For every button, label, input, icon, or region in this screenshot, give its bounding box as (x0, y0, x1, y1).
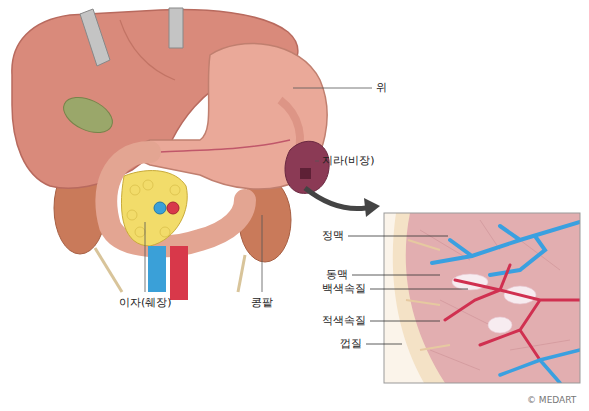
gallbladder (58, 90, 118, 139)
illustration-part (143, 180, 153, 190)
ureter (95, 248, 122, 292)
leader-line (315, 161, 319, 162)
part-label: 위 (376, 81, 387, 94)
retractor (80, 9, 110, 66)
zoom-arrow (305, 188, 366, 209)
illustration-part (127, 210, 137, 220)
illustration-part (420, 220, 570, 370)
illustration-part (488, 317, 512, 333)
spleen-section (384, 213, 580, 383)
vessel-section (167, 202, 179, 214)
part-label: 이자(췌장) (119, 296, 172, 309)
illustration-part (445, 265, 580, 360)
gastric-vessel (160, 140, 290, 152)
part-label: 지라(비장) (322, 154, 375, 167)
leader-line (145, 222, 146, 292)
leader-line (348, 236, 448, 237)
part-label: 동맥 (326, 268, 348, 281)
illustration-part (384, 213, 580, 383)
illustration-part (500, 350, 580, 383)
arrow-head (364, 198, 380, 217)
illustration-part (406, 240, 450, 350)
ureter (238, 255, 245, 292)
illustration-part (384, 213, 445, 383)
leader-line (293, 88, 372, 89)
leader-line (352, 275, 440, 276)
retractor (169, 8, 183, 48)
part-label: 적색속질 (322, 314, 366, 327)
watermark: © MEDART (527, 395, 576, 406)
liver-ligament (120, 20, 175, 80)
illustration-part (130, 185, 140, 195)
vessel-section (154, 202, 166, 214)
inset-frame (384, 213, 580, 383)
illustration-part (135, 227, 145, 237)
illustration-part (160, 227, 170, 237)
pancreas-lobules (127, 180, 180, 237)
spleen (285, 141, 329, 193)
leader-line (262, 215, 263, 292)
illustration-part (420, 220, 570, 370)
illustration-part (384, 213, 424, 383)
part-label: 백색속질 (322, 282, 366, 295)
vena-cava (148, 246, 166, 292)
illustration-part (432, 222, 580, 275)
duodenum (106, 152, 245, 246)
aorta (170, 246, 188, 300)
illustration-part (170, 185, 180, 195)
leader-line (366, 344, 402, 345)
part-label: 껍질 (340, 337, 362, 350)
part-label: 콩팥 (251, 296, 273, 309)
leader-line (370, 289, 468, 290)
illustration-part (406, 240, 450, 350)
section-mark (300, 168, 311, 179)
part-label: 정맥 (322, 229, 344, 242)
pancreas (121, 171, 187, 246)
leader-line (370, 321, 440, 322)
